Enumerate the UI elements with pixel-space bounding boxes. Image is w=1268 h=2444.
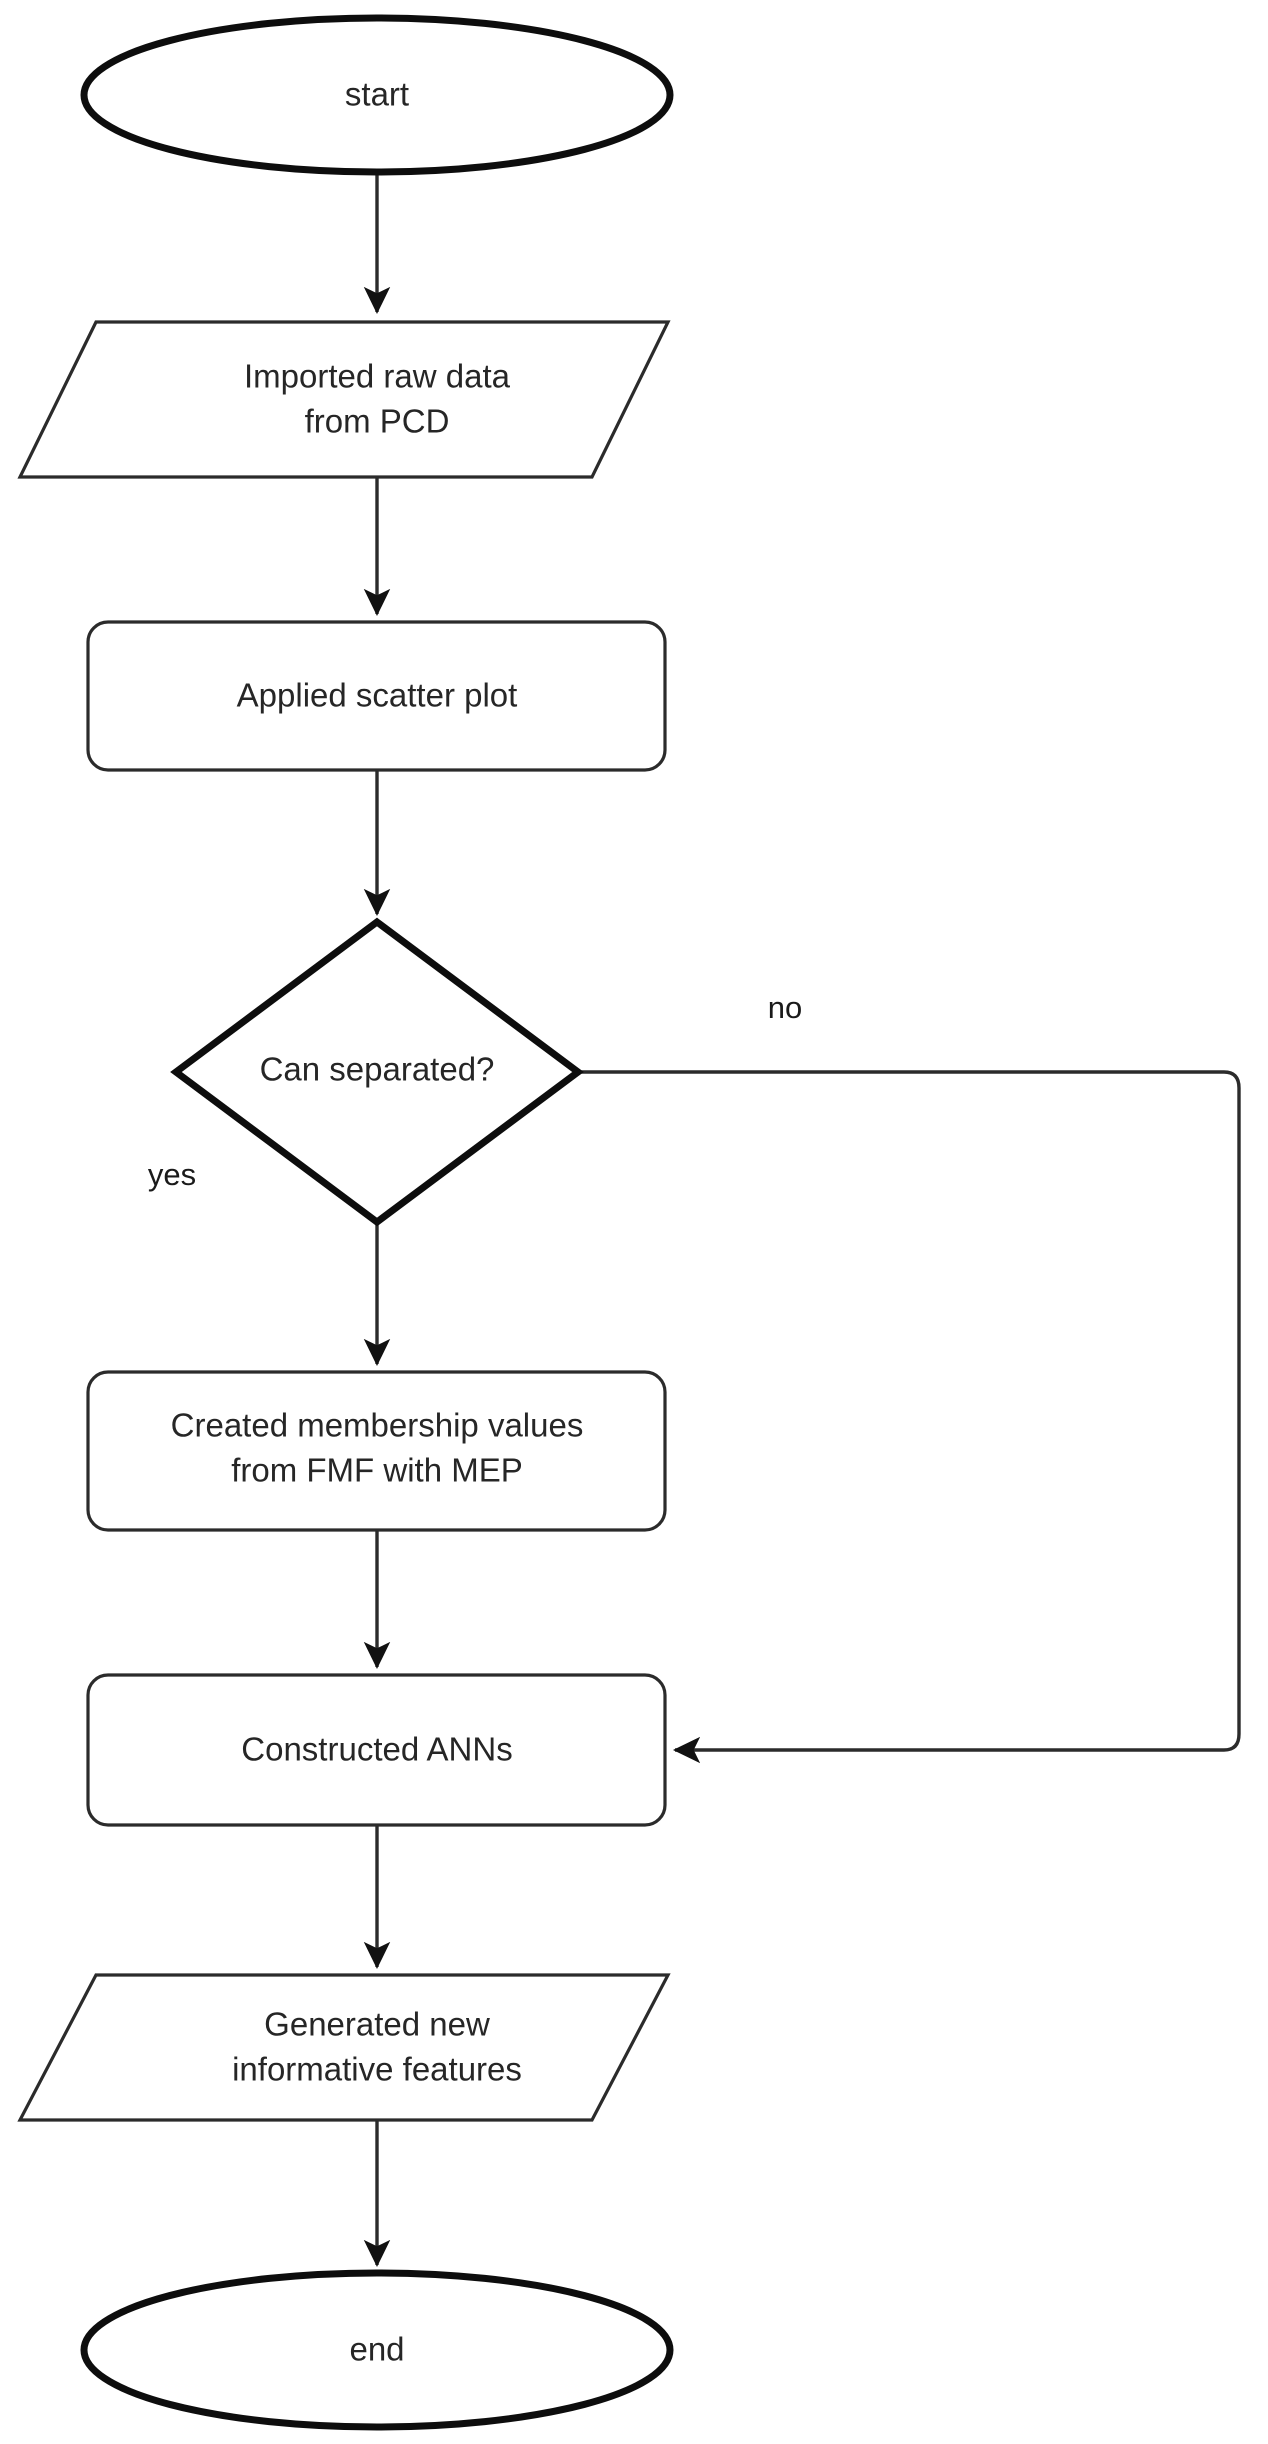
created-membership-values-label-line1: Created membership values	[171, 1407, 584, 1444]
node-can-separated-decision[interactable]: Can separated?	[170, 917, 584, 1227]
created-membership-values-box	[86, 1370, 667, 1532]
created-membership-values-label-line2: from FMF with MEP	[231, 1452, 523, 1489]
end-label: end	[349, 2331, 404, 2368]
edge-label-yes: yes	[148, 1157, 196, 1192]
imported-raw-data-parallelogram	[17, 320, 671, 479]
generated-features-label-line2: informative features	[232, 2051, 522, 2088]
applied-scatter-plot-box	[86, 620, 667, 772]
applied-scatter-plot-label: Applied scatter plot	[237, 677, 518, 714]
node-generated-new-informative-features[interactable]: Generated new informative features	[17, 1973, 671, 2122]
connector-decision-no-to-anns	[578, 1070, 1241, 1764]
start-label: start	[345, 76, 409, 113]
generated-features-parallelogram	[17, 1973, 671, 2122]
node-imported-raw-data[interactable]: Imported raw data from PCD	[17, 320, 671, 479]
edge-label-no: no	[768, 990, 802, 1025]
constructed-anns-label: Constructed ANNs	[241, 1731, 512, 1768]
start-terminator-shape	[80, 14, 674, 176]
can-separated-label: Can separated?	[260, 1051, 495, 1088]
node-applied-scatter-plot[interactable]: Applied scatter plot	[86, 620, 667, 772]
node-constructed-anns[interactable]: Constructed ANNs	[86, 1673, 667, 1827]
constructed-anns-box	[86, 1673, 667, 1827]
imported-raw-data-label-line2: from PCD	[305, 403, 450, 440]
node-created-membership-values[interactable]: Created membership values from FMF with …	[86, 1370, 667, 1532]
can-separated-diamond	[170, 917, 584, 1227]
generated-features-label-line1: Generated new	[264, 2006, 490, 2043]
imported-raw-data-label-line1: Imported raw data	[244, 358, 511, 395]
node-end[interactable]: end	[80, 2269, 674, 2431]
node-start[interactable]: start	[80, 14, 674, 176]
end-terminator-shape	[80, 2269, 674, 2431]
